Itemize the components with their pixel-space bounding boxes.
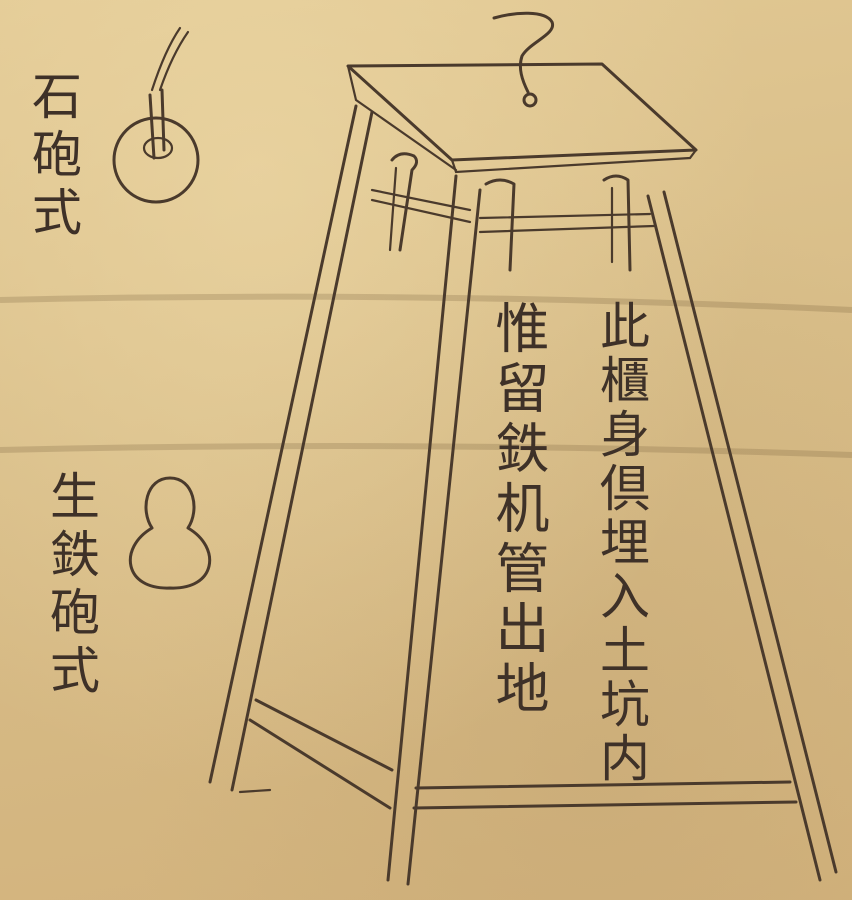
fuse-pipe-note: 惟留鉄机管出地 (486, 300, 549, 720)
cabinet-burial-note: 此櫃身倶埋入土坑内 (592, 300, 650, 786)
paper-fold (0, 293, 852, 313)
iron-cannonball-label: 生鉄砲式 (42, 470, 100, 702)
fuse-hook-icon (492, 11, 554, 94)
hanging-hooks (388, 152, 632, 272)
iron-cannonball-illustration (128, 476, 212, 590)
cabinet-top (346, 62, 698, 174)
fuse-ring (522, 92, 538, 108)
stone-cannonball-label: 石砲式 (24, 70, 82, 244)
cabinet-frame (208, 104, 838, 886)
stone-cannonball-illustration (112, 26, 200, 204)
paper-fold (0, 443, 852, 458)
